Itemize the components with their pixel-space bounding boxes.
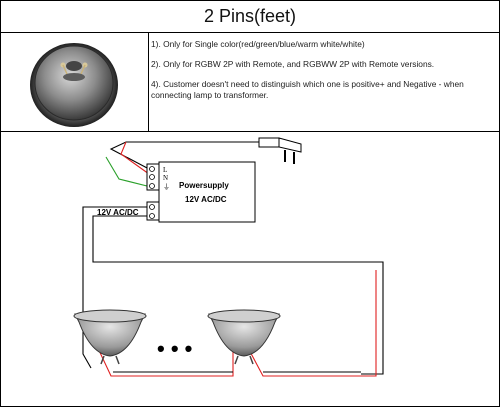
lamp-1 xyxy=(73,309,147,365)
page-title: 2 Pins(feet) xyxy=(1,1,499,33)
wiring-diagram: L N ⏚ Powersupply 12V AC/DC 12V AC/DC xyxy=(1,132,499,406)
output-voltage-label: 12V AC/DC xyxy=(97,208,139,217)
power-supply-voltage-label: 12V AC/DC xyxy=(185,195,227,204)
power-supply: L N ⏚ Powersupply 12V AC/DC xyxy=(146,161,256,223)
lamp-photo-cell xyxy=(1,33,149,131)
wire-black-output xyxy=(82,206,147,369)
wire-red-input xyxy=(120,141,150,175)
wire-red-output xyxy=(95,343,234,377)
info-row: 1). Only for Single color(red/green/blue… xyxy=(1,33,499,132)
power-supply-label: Powersupply xyxy=(179,181,229,190)
terminal-N-label: N xyxy=(163,174,168,182)
wiring-diagram-svg: L N ⏚ Powersupply 12V AC/DC 12V AC/DC xyxy=(73,137,384,377)
lamp-photo xyxy=(30,43,118,127)
wire-green-input xyxy=(105,156,152,188)
note-4: 4). Customer doesn't need to distinguish… xyxy=(151,79,464,100)
notes-list: 1). Only for Single color(red/green/blue… xyxy=(151,39,495,110)
note-2: 2). Only for RGBW 2P with Remote, and RG… xyxy=(151,59,435,69)
power-plug xyxy=(258,137,302,164)
terminal-ground-label: ⏚ xyxy=(163,183,170,191)
more-lamps-ellipsis: • • • xyxy=(157,336,192,361)
terminal-L-label: L xyxy=(163,166,167,174)
note-1: 1). Only for Single color(red/green/blue… xyxy=(151,39,365,49)
lamp-2 xyxy=(207,309,281,365)
